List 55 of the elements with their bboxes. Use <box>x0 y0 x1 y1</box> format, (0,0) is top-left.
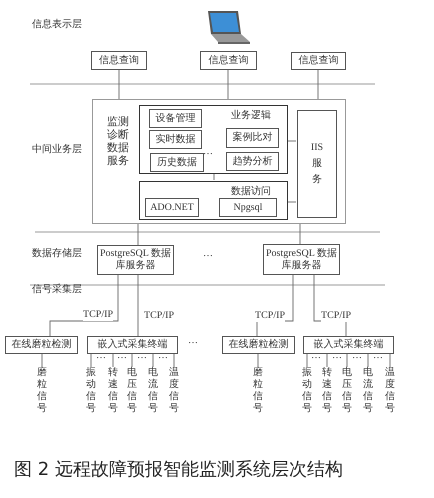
layer-label: 数据存储层 <box>32 248 82 260</box>
signal-label: 温度信号 <box>167 367 181 417</box>
signal-label: 电流信号 <box>146 367 160 417</box>
signal-label: 转速信号 <box>106 367 120 417</box>
ellipsis: … <box>188 335 198 347</box>
service-panel <box>92 99 346 224</box>
layer-label: 信息表示层 <box>32 19 82 31</box>
signal-label: 振动信号 <box>300 367 314 417</box>
connector-line <box>152 354 154 368</box>
module-panel <box>139 181 288 220</box>
ellipsis: … <box>203 146 213 158</box>
connector-line <box>118 70 120 100</box>
layer-label: 信号采集层 <box>32 284 82 296</box>
process-box: 实时数据 <box>149 130 202 149</box>
edge-label: TCP/IP <box>255 310 285 322</box>
process-box: 设备管理 <box>149 109 202 128</box>
process-box: Npgsql <box>219 198 277 217</box>
signal-label: 磨粒信号 <box>251 367 265 417</box>
signal-label: 振动信号 <box>84 367 98 417</box>
figure-caption: 图 2 远程故障预报智能监测系统层次结构 <box>14 459 343 481</box>
process-box: 信息查询 <box>91 51 147 70</box>
process-box: 案例比对 <box>226 128 279 148</box>
signal-label: 电压信号 <box>340 367 354 417</box>
module-panel <box>139 105 288 174</box>
signal-label: 电压信号 <box>125 367 139 417</box>
connector-line <box>326 354 328 368</box>
process-box: 信息查询 <box>200 51 257 70</box>
process-box: 历史数据 <box>150 153 204 172</box>
connector-line <box>286 140 296 142</box>
connector-line <box>112 354 114 368</box>
ellipsis: … <box>203 248 213 260</box>
signal-label: 转速信号 <box>320 367 334 417</box>
process-box: 嵌入式采集终端 <box>87 336 178 354</box>
signal-label: 磨粒信号 <box>35 367 49 417</box>
process-box: 在线磨粒检测 <box>222 336 295 354</box>
process-box: ADO.NET <box>145 198 199 217</box>
connector-line <box>346 354 348 368</box>
panel-heading: 业务逻辑 <box>231 110 271 122</box>
process-box: PostgreSQL 数据库服务器 <box>263 244 340 275</box>
process-box: PostgreSQL 数据库服务器 <box>97 245 174 275</box>
process-box: 在线磨粒检测 <box>5 336 78 354</box>
process-box: 趋势分析 <box>226 152 279 171</box>
process-box: 信息查询 <box>291 52 346 70</box>
connector-line <box>90 354 92 368</box>
edge-label: TCP/IP <box>321 310 351 322</box>
signal-label: 电流信号 <box>361 367 375 417</box>
connector-line <box>306 354 308 368</box>
service-box: IIS服务 <box>297 110 337 218</box>
signal-label: 温度信号 <box>383 367 397 417</box>
service-label: 监测诊断数据服务 <box>107 116 129 168</box>
layer-label: 中间业务层 <box>32 144 82 156</box>
edge-label: TCP/IP <box>83 309 113 321</box>
process-box: 嵌入式采集终端 <box>303 336 394 354</box>
connector-line <box>50 274 118 336</box>
panel-heading: 数据访问 <box>231 186 271 198</box>
